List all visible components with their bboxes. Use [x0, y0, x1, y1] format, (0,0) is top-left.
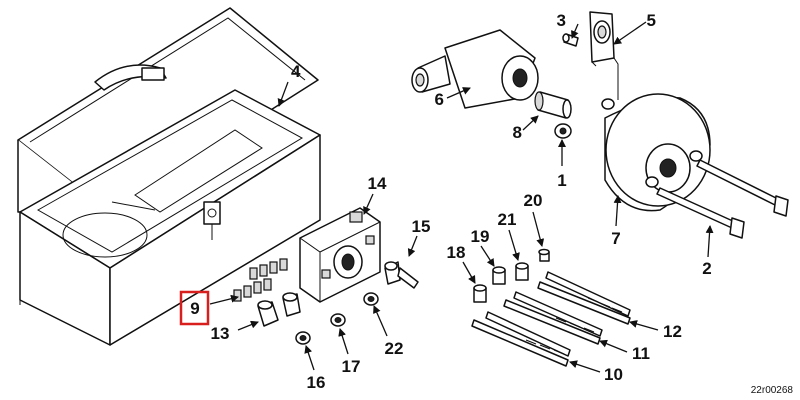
fitting-19: [492, 266, 506, 285]
callout-22: 22: [385, 339, 404, 358]
nut-1: [554, 98, 615, 139]
callout-15: 15: [412, 217, 431, 236]
nut-22: [363, 292, 379, 306]
callout-13: 13: [211, 324, 230, 343]
cylinder-housing-7: [604, 93, 711, 212]
callout-6: 6: [435, 90, 444, 109]
callout-10: 10: [604, 365, 623, 384]
callout-1: 1: [557, 171, 566, 190]
callout-19: 19: [471, 227, 490, 246]
bushings-13: [257, 292, 301, 327]
callout-3: 3: [557, 11, 566, 30]
callout-12: 12: [663, 322, 682, 341]
callout-21: 21: [498, 210, 517, 229]
callout-9: 9: [190, 299, 199, 318]
long-bolts-2: [656, 159, 789, 239]
callout-2: 2: [702, 259, 711, 278]
nut-16: [295, 331, 311, 345]
callout-20: 20: [524, 191, 543, 210]
callout-4: 4: [291, 62, 301, 81]
nut-17: [330, 313, 346, 327]
drill-bit-11: [503, 291, 603, 345]
callout-7: 7: [611, 229, 620, 248]
callout-5: 5: [647, 11, 656, 30]
bracket-5: [589, 11, 619, 100]
callout-14: 14: [368, 174, 387, 193]
shoulder-bolt-15: [384, 261, 419, 289]
block-adapter-14: [299, 207, 381, 303]
callout-18: 18: [447, 243, 466, 262]
drill-bit-12: [537, 271, 631, 325]
hydraulic-cylinder-6: [411, 29, 539, 109]
plunger-8: [534, 91, 572, 119]
screw-3: [562, 33, 579, 47]
figure-id: 22r00268: [751, 385, 794, 396]
tool-box: [17, 7, 321, 346]
drill-bit-10: [471, 311, 571, 367]
fitting-18: [473, 284, 487, 303]
callout-11: 11: [632, 344, 650, 363]
pin-set-9: [233, 258, 288, 302]
callout-8: 8: [513, 123, 522, 142]
leader-lines: [209, 21, 714, 373]
callout-16: 16: [307, 373, 326, 392]
fitting-21: [515, 262, 529, 281]
highlight-box: [179, 290, 210, 326]
fitting-20: [538, 248, 550, 262]
callout-17: 17: [342, 357, 361, 376]
